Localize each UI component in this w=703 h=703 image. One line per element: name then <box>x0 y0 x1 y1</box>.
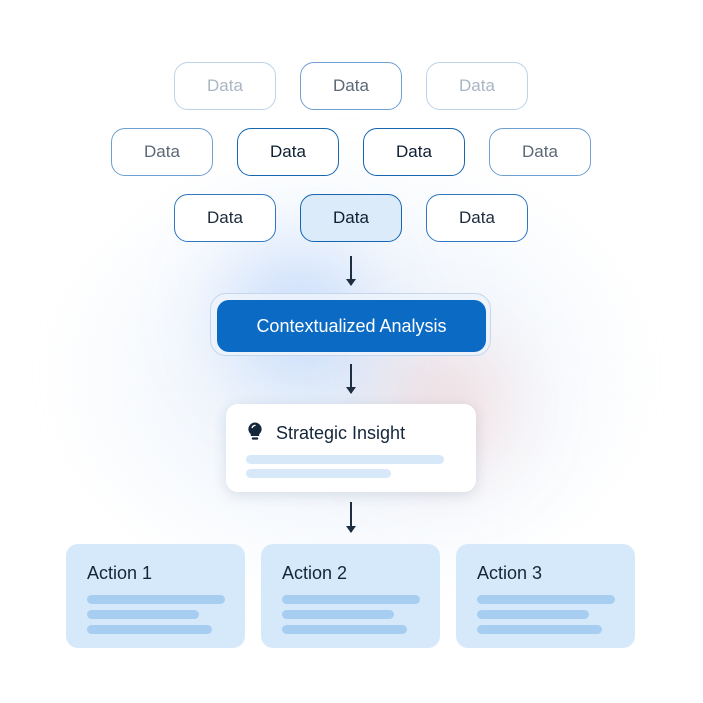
data-pill: Data <box>174 194 276 242</box>
placeholder-line <box>477 595 615 604</box>
action-title: Action 2 <box>282 563 348 583</box>
action-card-1: Action 1 <box>66 544 245 648</box>
action-card-3: Action 3 <box>456 544 635 648</box>
placeholder-line <box>282 610 394 619</box>
data-pill: Data <box>111 128 213 176</box>
arrow-down-icon <box>346 364 356 394</box>
action-card-2: Action 2 <box>261 544 440 648</box>
data-pill: Data <box>426 194 528 242</box>
placeholder-line <box>246 455 444 464</box>
data-pill: Data <box>237 128 339 176</box>
action-title: Action 1 <box>87 563 153 583</box>
placeholder-line <box>282 595 420 604</box>
data-pill: Data <box>363 128 465 176</box>
data-pill: Data <box>300 62 402 110</box>
insight-title: Strategic Insight <box>276 423 406 443</box>
arrow-down-icon <box>346 256 356 286</box>
lightbulb-icon <box>246 421 264 446</box>
data-pill: Data <box>174 62 276 110</box>
placeholder-line <box>282 625 407 634</box>
arrow-down-icon <box>346 502 356 533</box>
placeholder-line <box>87 610 199 619</box>
action-title: Action 3 <box>477 563 543 583</box>
insight-card: Strategic Insight <box>226 404 476 492</box>
placeholder-line <box>477 610 589 619</box>
placeholder-line <box>246 469 391 478</box>
placeholder-line <box>87 595 225 604</box>
data-pill: Data <box>426 62 528 110</box>
analysis-label: Contextualized Analysis <box>256 315 447 336</box>
placeholder-line <box>87 625 212 634</box>
data-pill: Data <box>300 194 402 242</box>
analysis-box: Contextualized Analysis <box>217 300 486 352</box>
data-pill: Data <box>489 128 591 176</box>
placeholder-line <box>477 625 602 634</box>
